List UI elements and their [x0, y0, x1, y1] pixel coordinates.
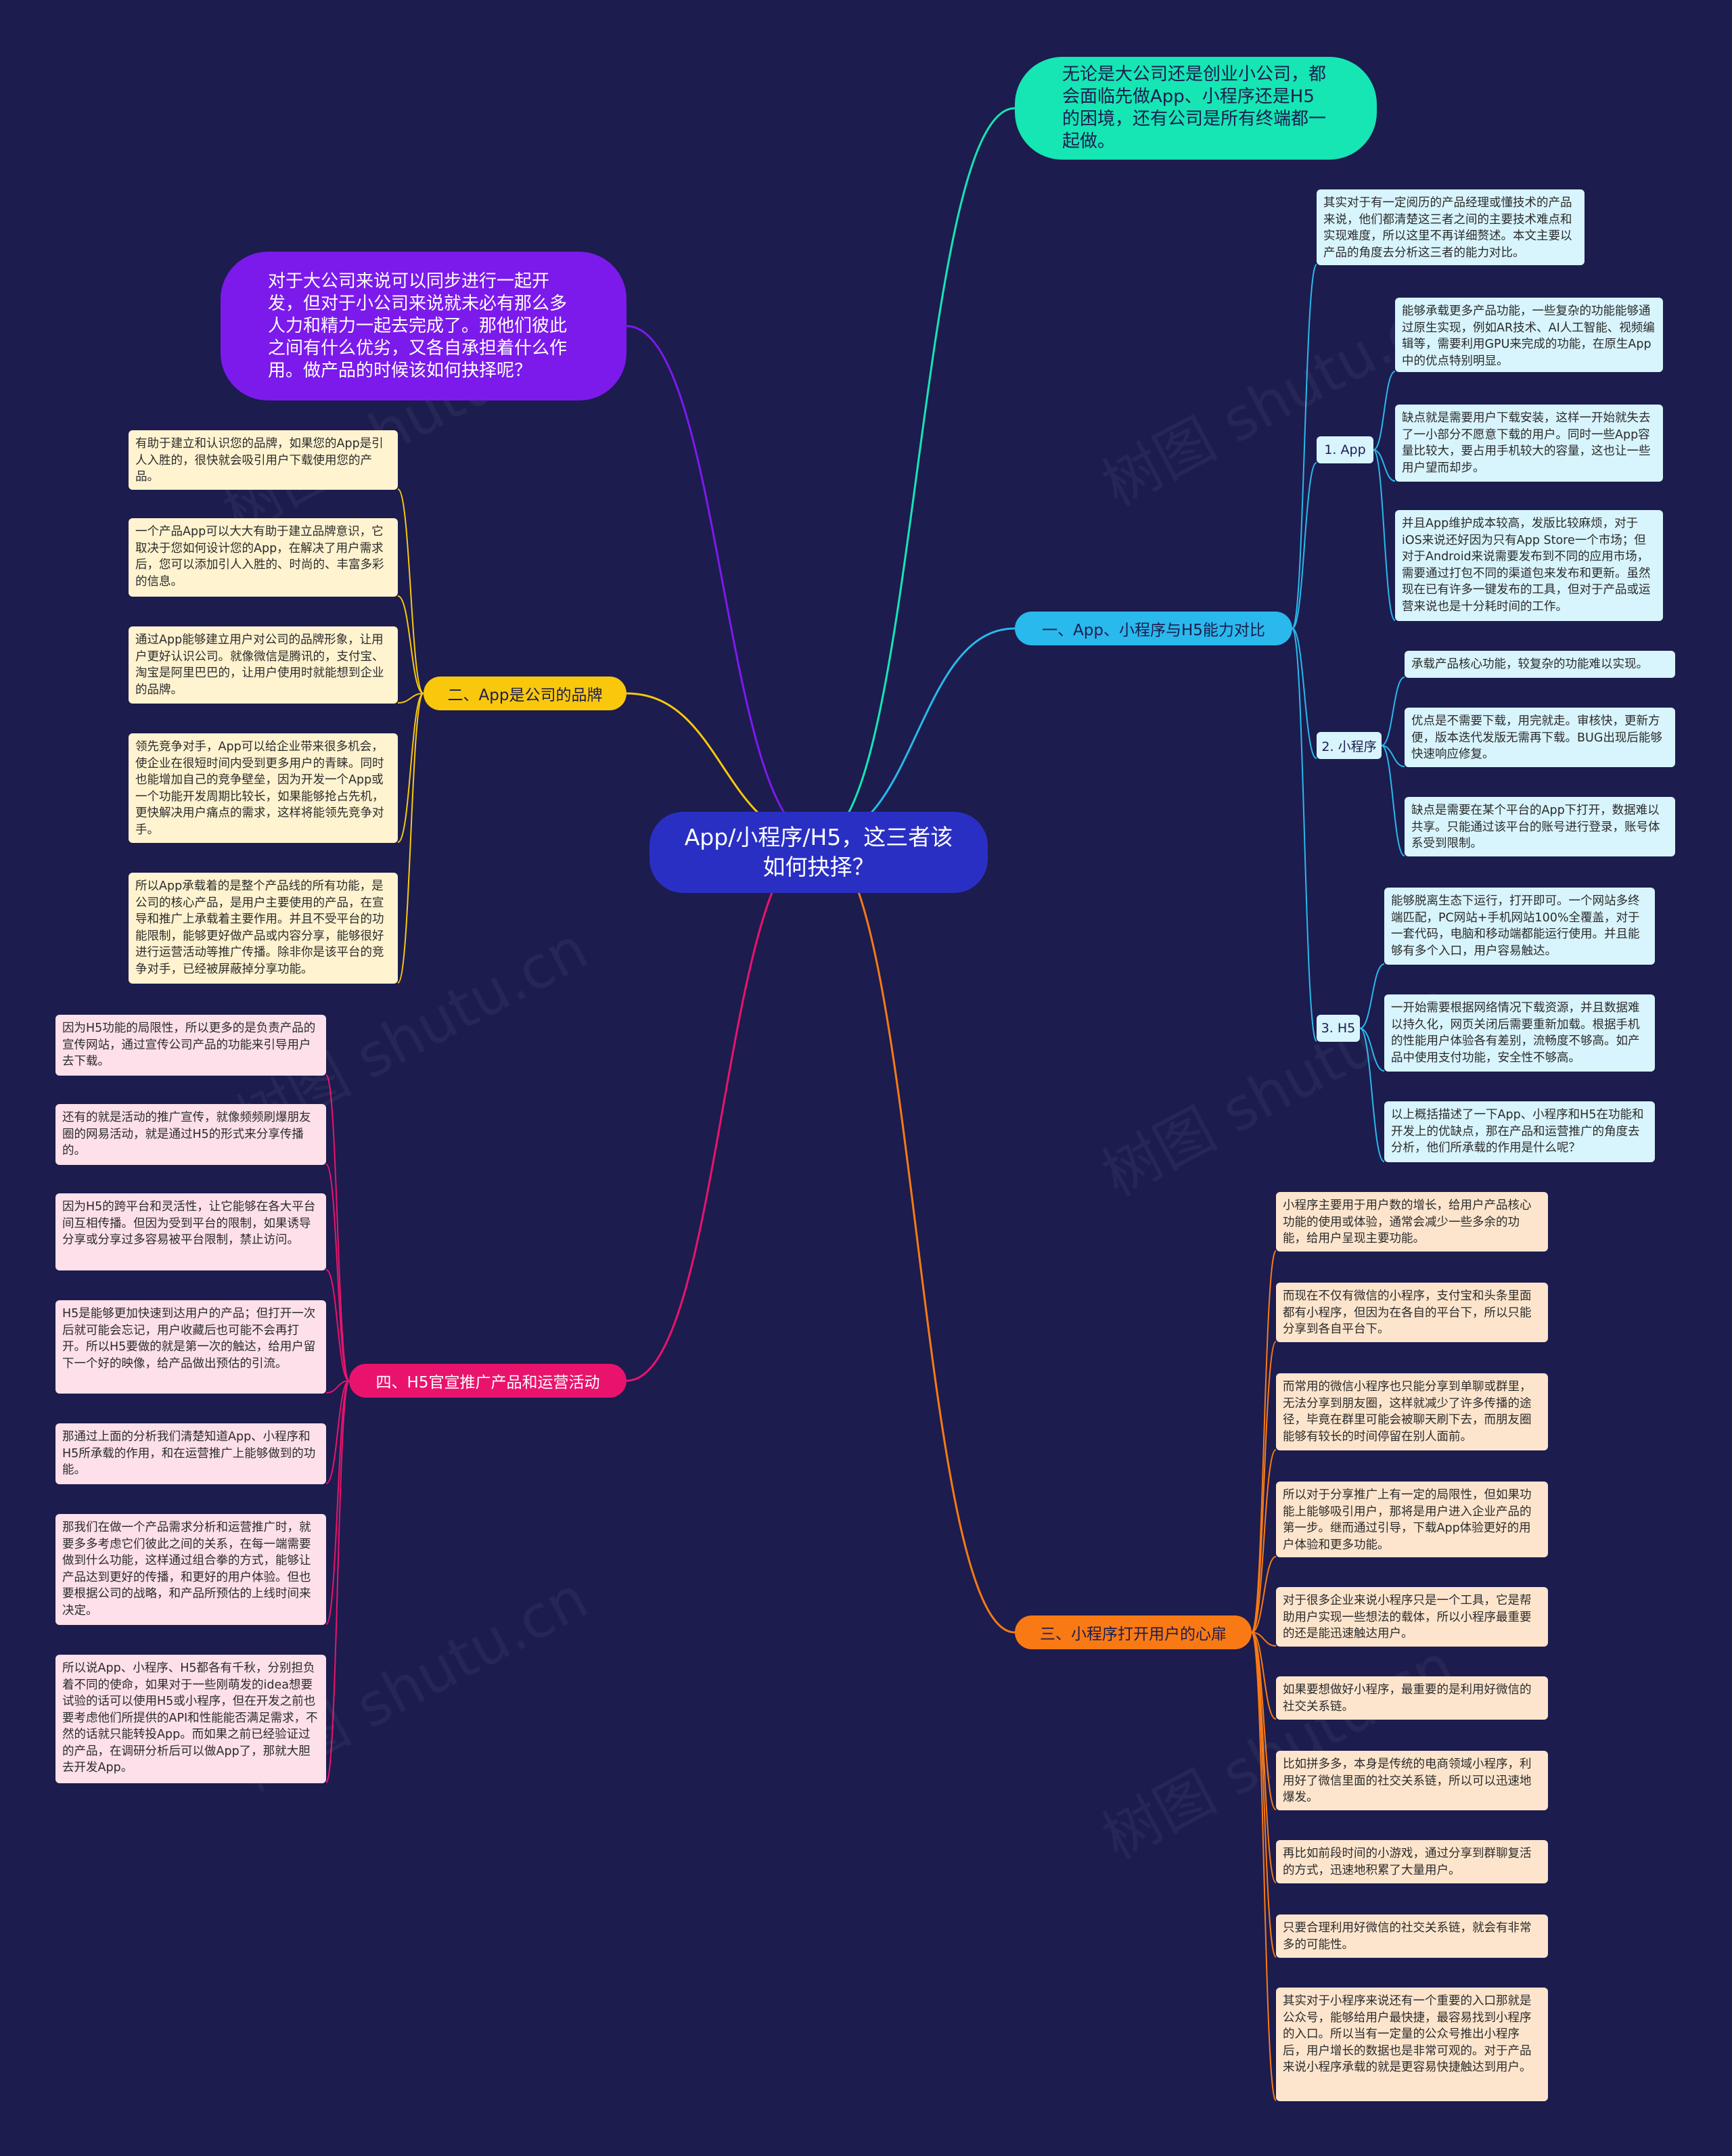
mini-program-point[interactable]: 承载产品核心功能，较复杂的功能难以实现。: [1405, 651, 1675, 678]
connector-line: [1251, 1556, 1277, 1633]
h5-promotion-point[interactable]: 因为H5功能的局限性，所以更多的是负责产品的宣传网站，通过宣传公司产品的功能来引…: [55, 1015, 326, 1076]
mini-program-point[interactable]: 缺点是需要在某个平台的App下打开，数据难以共享。只能通过该平台的账号进行登录，…: [1405, 797, 1675, 856]
app-point[interactable]: 缺点就是需要用户下载安装，这样一开始就失去了一小部分不愿意下载的用户。同时一些A…: [1395, 405, 1663, 482]
subtopic-mini-program[interactable]: 2. 小程序: [1317, 732, 1382, 759]
intro-note-right[interactable]: 无论是大公司还是创业小公司，都会面临先做App、小程序还是H5的困境，还有公司是…: [1015, 57, 1377, 160]
h5-point[interactable]: 一开始需要根据网络情况下载资源，并且数据难以持久化，网页关闭后需要重新加载。根据…: [1384, 994, 1655, 1072]
brand-point[interactable]: 一个产品App可以大大有助于建立品牌意识，它取决于您如何设计您的App，在解决了…: [129, 518, 398, 597]
mini-program-point[interactable]: 优点是不需要下载，用完就走。审核快，更新方便，版本迭代发版无需再下载。BUG出现…: [1405, 708, 1675, 767]
branch-app-brand[interactable]: 二、App是公司的品牌: [424, 676, 626, 710]
app-point[interactable]: 并且App维护成本较高，发版比较麻烦，对于iOS来说还好因为只有App Stor…: [1395, 510, 1663, 621]
connector-line: [397, 693, 424, 704]
connector-line: [397, 595, 424, 694]
h5-point[interactable]: 以上概括描述了一下App、小程序和H5在功能和开发上的优缺点，那在产品和运营推广…: [1384, 1101, 1655, 1162]
connector-line: [325, 1269, 350, 1381]
connector-line: [1381, 676, 1405, 746]
connector-line: [1373, 449, 1396, 482]
connector-line: [1251, 1632, 1277, 2101]
subtopic-h5[interactable]: 3. H5: [1317, 1015, 1360, 1042]
brand-point[interactable]: 所以App承载着的是整个产品线的所有功能，是公司的核心产品，是用户主要使用的产品…: [129, 873, 398, 984]
mini-program-growth-point[interactable]: 而现在不仅有微信的小程序，支付宝和头条里面都有小程序，但因为在各自的平台下，所以…: [1276, 1283, 1548, 1342]
connector-line: [626, 325, 819, 840]
h5-promotion-point[interactable]: 那通过上面的分析我们清楚知道App、小程序和H5所承载的作用，和在运营推广上能够…: [55, 1423, 326, 1484]
h5-promotion-point[interactable]: 所以说App、小程序、H5都各有千秋，分别担负着不同的使命，如果对于一些刚萌发的…: [55, 1655, 326, 1783]
connector-line: [1292, 462, 1317, 629]
comparison-intro-note[interactable]: 其实对于有一定阅历的产品经理或懂技术的产品来说，他们都清楚这三者之间的主要技术难…: [1317, 189, 1585, 265]
mini-program-growth-point[interactable]: 小程序主要用于用户数的增长，给用户产品核心功能的使用或体验，通常会减少一些多余的…: [1276, 1192, 1548, 1252]
connector-line: [1381, 745, 1405, 856]
mini-program-growth-point[interactable]: 比如拼多多，本身是传统的电商领域小程序，利用好了微信里面的社交关系链，所以可以迅…: [1276, 1751, 1548, 1810]
brand-point[interactable]: 有助于建立和认识您的品牌，如果您的App是引人入胜的，很快就会吸引用户下载使用您…: [129, 430, 398, 490]
connector-line: [1292, 628, 1317, 1042]
connector-line: [1381, 745, 1405, 767]
connector-line: [1251, 1632, 1277, 1810]
connector-line: [1359, 1028, 1385, 1162]
h5-promotion-point[interactable]: 那我们在做一个产品需求分析和运营推广时，就要多多考虑它们彼此之间的关系，在每一端…: [55, 1514, 326, 1625]
mini-program-growth-point[interactable]: 所以对于分享推广上有一定的局限性，但如果功能上能够吸引用户，那将是用户进入企业产…: [1276, 1482, 1548, 1557]
connector-line: [397, 693, 424, 843]
mini-program-growth-point[interactable]: 其实对于小程序来说还有一个重要的入口那就是公众号，能够给用户最快捷，最容易找到小…: [1276, 1988, 1548, 2101]
brand-point[interactable]: 通过App能够建立用户对公司的品牌形象，让用户更好认识公司。就像微信是腾讯的，支…: [129, 626, 398, 704]
h5-promotion-point[interactable]: H5是能够更加快速到达用户的产品；但打开一次后就可能会忘记，用户收藏后也可能不会…: [55, 1300, 326, 1394]
mini-program-growth-point[interactable]: 对于很多企业来说小程序只是一个工具，它是帮助用户实现一些想法的载体，所以小程序最…: [1276, 1587, 1548, 1647]
connector-line: [397, 693, 424, 984]
connector-line: [818, 838, 1016, 1634]
connector-line: [1373, 449, 1396, 621]
connector-line: [325, 1380, 350, 1484]
intro-note-left[interactable]: 对于大公司来说可以同步进行一起开发，但对于小公司来说就未必有那么多人力和精力一起…: [221, 252, 626, 400]
h5-promotion-point[interactable]: 还有的就是活动的推广宣传，就像频频刷爆朋友圈的网易活动，就是通过H5的形式来分享…: [55, 1104, 326, 1165]
connector-line: [1251, 1449, 1277, 1633]
connector-line: [818, 627, 1016, 840]
connector-line: [325, 1164, 350, 1381]
connector-line: [325, 1380, 350, 1783]
branch-capability-comparison[interactable]: 一、App、小程序与H5能力对比: [1015, 612, 1292, 645]
connector-line: [1251, 1632, 1277, 1958]
app-point[interactable]: 能够承载更多产品功能，一些复杂的功能能够通过原生实现，例如AR技术、AI人工智能…: [1395, 298, 1663, 372]
h5-promotion-point[interactable]: 因为H5的跨平台和灵活性，让它能够在各大平台间互相传播。但因为受到平台的限制，如…: [55, 1193, 326, 1270]
brand-point[interactable]: 领先竞争对手，App可以给企业带来很多机会，使企业在很短时间内受到更多用户的青睐…: [129, 733, 398, 843]
branch-h5-promotion[interactable]: 四、H5官宣推广产品和运营活动: [349, 1364, 626, 1398]
branch-mini-program-users[interactable]: 三、小程序打开用户的心扉: [1015, 1615, 1252, 1649]
mini-program-growth-point[interactable]: 再比如前段时间的小游戏，通过分享到群聊复活的方式，迅速地积累了大量用户。: [1276, 1840, 1548, 1883]
central-topic[interactable]: App/小程序/H5，这三者该如何抉择？: [650, 812, 988, 893]
connector-line: [1292, 264, 1317, 629]
connector-line: [325, 1074, 350, 1381]
mini-program-growth-point[interactable]: 而常用的微信小程序也只能分享到单聊或群里，无法分享到朋友圈，这样就减少了许多传播…: [1276, 1373, 1548, 1450]
connector-line: [397, 488, 424, 694]
h5-point[interactable]: 能够脱离生态下运行，打开即可。一个网站多终端匹配，PC网站+手机网站100%全覆…: [1384, 888, 1655, 965]
connector-line: [1373, 371, 1396, 451]
connector-line: [325, 1380, 350, 1394]
subtopic-app[interactable]: 1. App: [1317, 436, 1373, 463]
connector-line: [626, 838, 819, 1382]
connector-line: [818, 107, 1016, 840]
mini-program-growth-point[interactable]: 只要合理利用好微信的社交关系链，就会有非常多的可能性。: [1276, 1914, 1548, 1958]
connector-line: [1292, 628, 1317, 759]
connector-line: [1359, 963, 1385, 1029]
mini-program-growth-point[interactable]: 如果要想做好小程序，最重要的是利用好微信的社交关系链。: [1276, 1676, 1548, 1720]
connector-line: [1251, 1250, 1277, 1633]
connector-line: [1359, 1028, 1385, 1072]
connector-line: [1251, 1632, 1277, 1720]
connector-line: [1251, 1341, 1277, 1633]
connector-line: [1251, 1632, 1277, 1647]
connector-line: [325, 1380, 350, 1625]
